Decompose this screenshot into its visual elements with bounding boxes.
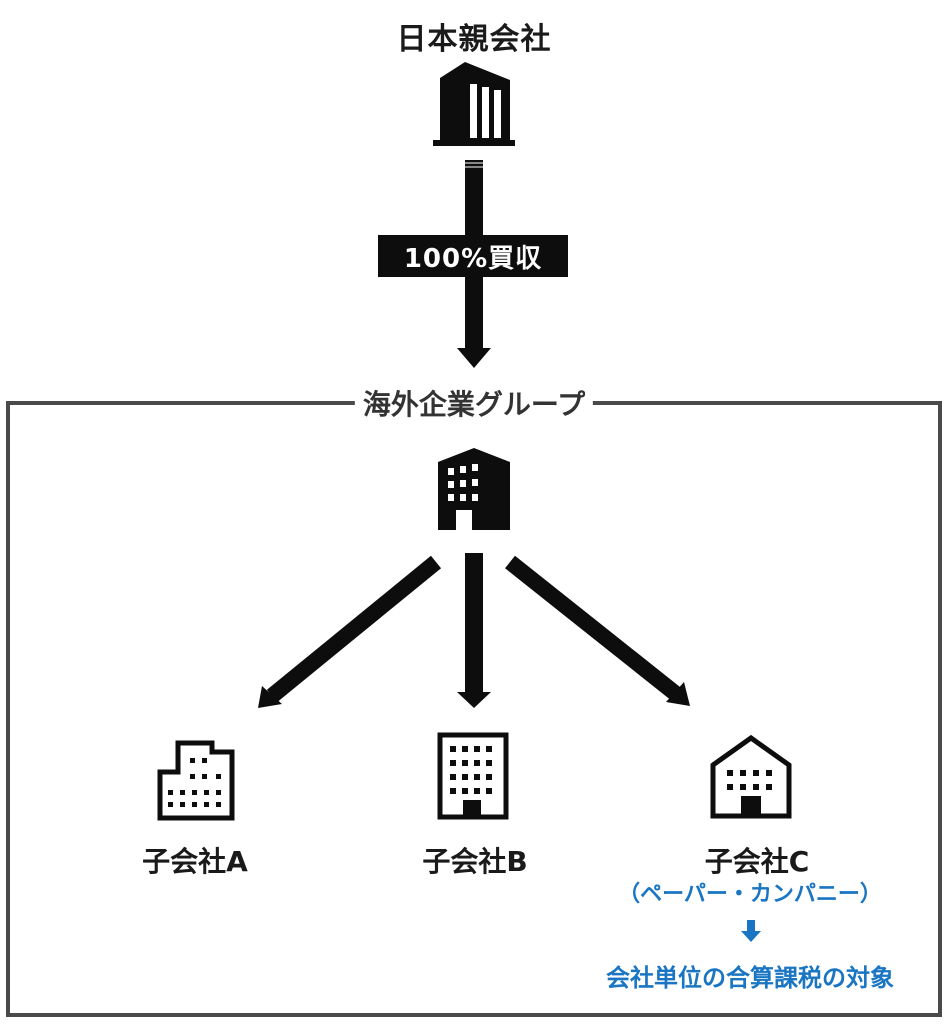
house-building-icon	[710, 734, 792, 819]
factory-building-icon	[157, 740, 235, 821]
subsidiary-b-label: 子会社B	[422, 845, 528, 878]
subsidiary-a-label: 子会社A	[142, 845, 248, 878]
apartment-icon	[437, 732, 509, 820]
down-arrow-icon	[741, 920, 761, 942]
taxation-note: 会社単位の合算課税の対象	[606, 964, 894, 992]
acquisition-badge: 100%買収	[378, 235, 568, 277]
branch-arrow-b	[457, 553, 491, 708]
branch-arrow-c	[505, 555, 690, 706]
branch-arrow-a	[258, 555, 442, 708]
overseas-group-title: 海外企業グループ	[354, 383, 594, 423]
office-building-icon	[438, 448, 510, 530]
building-icon	[433, 62, 515, 146]
parent-company-title: 日本親会社	[396, 22, 552, 57]
subsidiary-c-label: 子会社C	[704, 845, 810, 878]
paper-company-note: （ペーパー・カンパニー）	[618, 882, 882, 907]
